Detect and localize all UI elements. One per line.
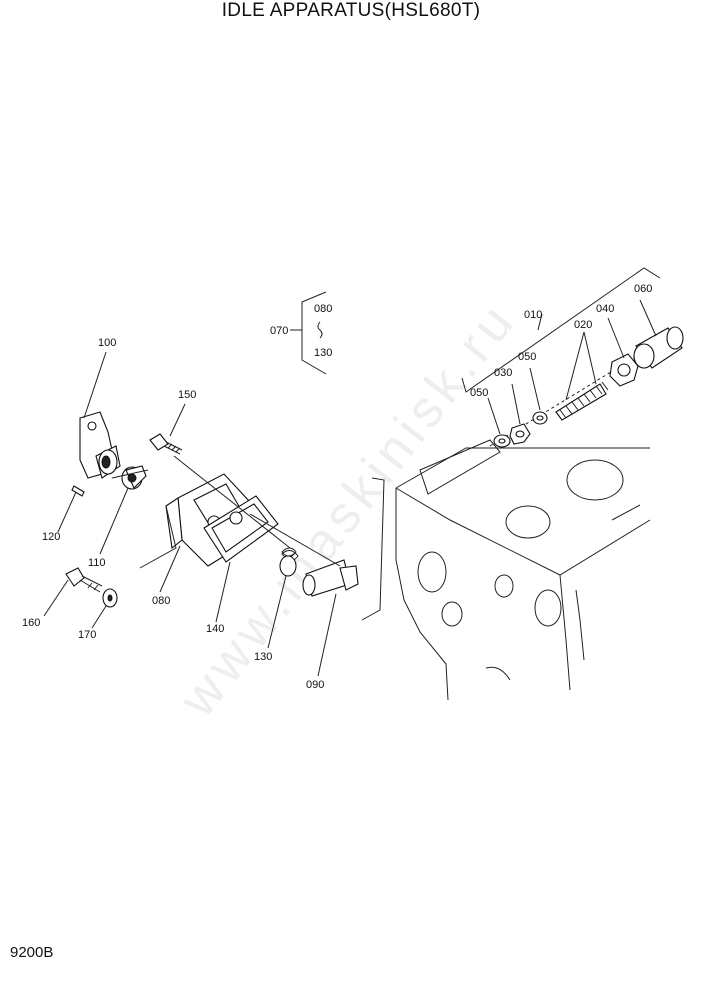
callout-170: 170 xyxy=(78,629,96,641)
callout-050-right: 050 xyxy=(518,351,536,363)
callout-010: 010 xyxy=(524,309,542,321)
callout-040: 040 xyxy=(596,303,614,315)
callout-110: 110 xyxy=(88,557,106,569)
engine-block xyxy=(395,439,651,701)
washer-part-170 xyxy=(102,588,118,608)
mount-leader-line xyxy=(361,477,385,621)
callout-labels: 100 150 120 110 080 160 170 140 130 090 … xyxy=(22,283,652,691)
callout-130: 130 xyxy=(254,651,272,663)
bolt-part-160 xyxy=(65,567,103,593)
callout-150: 150 xyxy=(178,389,196,401)
callout-090: 090 xyxy=(306,679,324,691)
callout-070: 070 xyxy=(270,325,288,337)
callout-080-group: 080 xyxy=(314,303,332,315)
idle-adjust-assembly xyxy=(489,326,684,448)
bolt-part-150 xyxy=(149,433,183,455)
bushing-part-110 xyxy=(121,465,147,490)
leader-lines xyxy=(43,267,661,677)
shaft-part-090 xyxy=(302,559,359,597)
callout-100: 100 xyxy=(98,337,116,349)
callout-120: 120 xyxy=(42,531,60,543)
pin-part-120 xyxy=(71,485,85,497)
callout-020: 020 xyxy=(574,319,592,331)
callout-080: 080 xyxy=(152,595,170,607)
callout-130-group: 130 xyxy=(314,347,332,359)
page-title: IDLE APPARATUS(HSL680T) xyxy=(221,0,481,21)
page-code: 9200B xyxy=(10,944,54,961)
spring-part-130 xyxy=(279,547,299,577)
callout-140: 140 xyxy=(206,623,224,635)
callout-030: 030 xyxy=(494,367,512,379)
lever-part-100 xyxy=(79,411,121,479)
callout-050-left: 050 xyxy=(470,387,488,399)
callout-160: 160 xyxy=(22,617,40,629)
callout-060: 060 xyxy=(634,283,652,295)
